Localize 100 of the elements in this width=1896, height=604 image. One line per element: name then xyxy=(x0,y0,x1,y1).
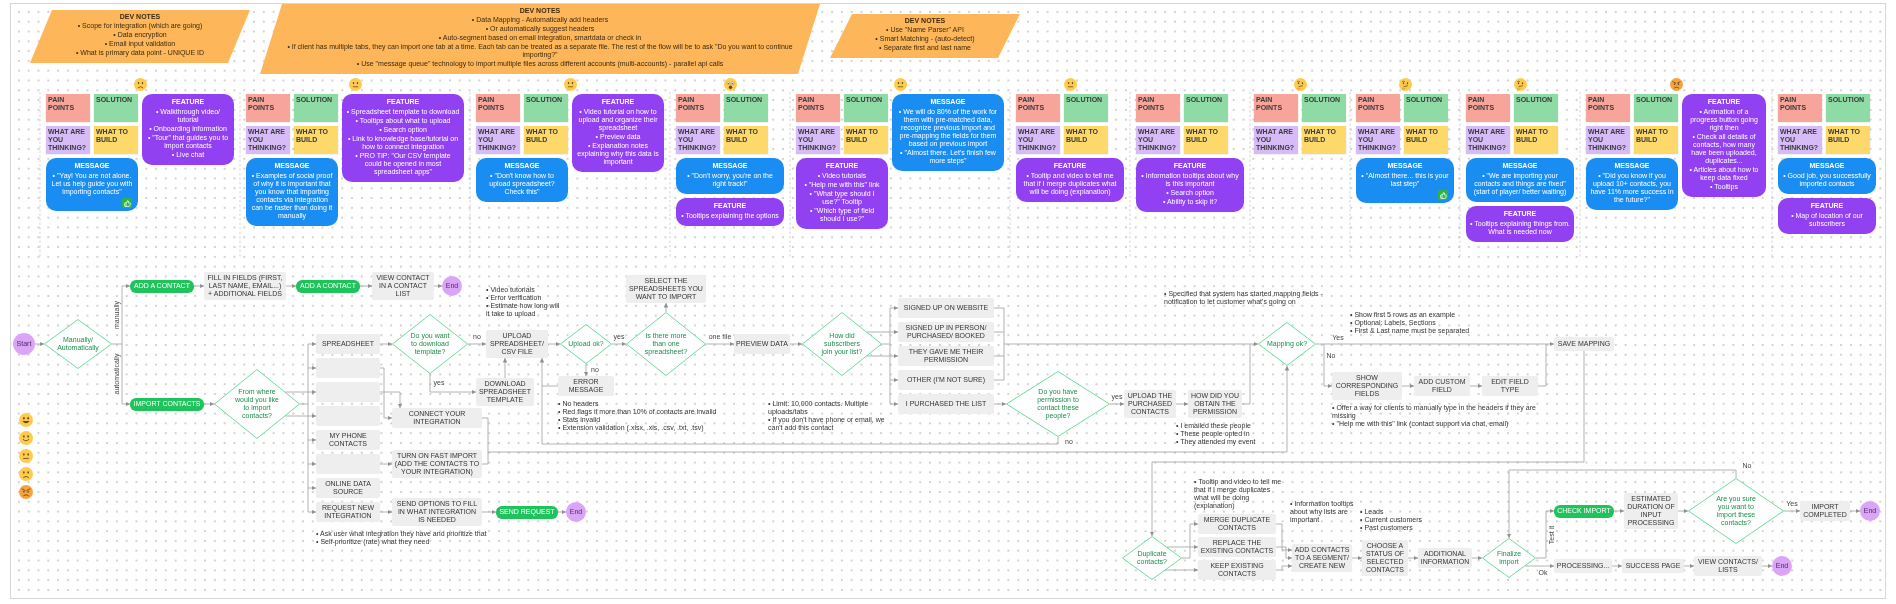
sticky-note xyxy=(844,126,888,154)
connector-line xyxy=(541,385,559,387)
sticky-note xyxy=(1136,94,1180,122)
message-card xyxy=(476,158,568,202)
sticky-note xyxy=(844,94,888,122)
sticky-note xyxy=(476,94,520,122)
process-box xyxy=(316,334,380,354)
connector-line xyxy=(1315,343,1325,345)
message-card xyxy=(46,158,138,211)
feature-card xyxy=(676,198,784,226)
process-box xyxy=(316,430,380,450)
message-card xyxy=(892,94,1004,171)
sticky-note xyxy=(1016,94,1060,122)
decision-diamond xyxy=(1122,536,1182,580)
decision-diamond xyxy=(1006,371,1110,437)
decision-diamond xyxy=(44,319,112,369)
decision-diamond xyxy=(1688,478,1784,544)
process-box xyxy=(898,370,994,390)
connector-line xyxy=(993,355,1005,357)
connector-line xyxy=(1003,343,1005,357)
connector-line xyxy=(481,417,489,453)
feature-card xyxy=(796,158,888,229)
sticky-note xyxy=(1514,126,1558,154)
decision-diamond xyxy=(1482,538,1536,578)
sticky-note xyxy=(1184,94,1228,122)
decision-diamond xyxy=(626,312,706,376)
dev-note xyxy=(260,4,820,74)
connector-line xyxy=(307,463,309,489)
sticky-note xyxy=(724,94,768,122)
message-card xyxy=(1356,158,1454,203)
connector-line xyxy=(299,403,309,405)
sticky-note xyxy=(1064,94,1108,122)
feature-card xyxy=(142,94,234,165)
sticky-note xyxy=(1302,94,1346,122)
sticky-note xyxy=(1514,94,1558,122)
sticky-note xyxy=(1254,94,1298,122)
sticky-note xyxy=(1466,94,1510,122)
message-card xyxy=(246,158,338,226)
sticky-note xyxy=(1634,126,1678,154)
connector-line xyxy=(307,403,309,441)
feature-card xyxy=(342,94,464,182)
sticky-note xyxy=(1302,126,1346,154)
sticky-note xyxy=(46,94,90,122)
sticky-note xyxy=(524,126,568,154)
process-box xyxy=(316,502,380,522)
process-box xyxy=(898,394,994,414)
connector-line xyxy=(1241,343,1251,405)
sticky-note xyxy=(1634,94,1678,122)
process-box xyxy=(898,346,994,366)
sticky-note xyxy=(1404,94,1448,122)
process-box xyxy=(316,382,380,402)
connector-line xyxy=(993,355,1005,381)
sticky-note xyxy=(1826,126,1870,154)
feature-card xyxy=(572,94,664,172)
sticky-note xyxy=(1356,94,1400,122)
connector-line xyxy=(993,307,1005,333)
message-card xyxy=(1586,158,1678,210)
process-box xyxy=(898,298,994,318)
process-box xyxy=(1482,376,1538,396)
connector-line xyxy=(993,331,1005,333)
connector-line xyxy=(1323,343,1547,345)
message-card xyxy=(1466,158,1574,202)
connector-line xyxy=(307,367,309,405)
message-card xyxy=(1778,158,1876,194)
process-box xyxy=(734,334,790,354)
process-box xyxy=(558,376,614,396)
feature-card xyxy=(1016,158,1124,202)
feature-card xyxy=(1778,198,1876,234)
decision-diamond xyxy=(1258,322,1316,366)
sticky-note xyxy=(1064,126,1108,154)
connector-line xyxy=(881,343,891,345)
process-box xyxy=(392,408,482,428)
sticky-note xyxy=(246,94,290,122)
decision-diamond xyxy=(392,314,468,374)
sticky-note xyxy=(1404,126,1448,154)
sticky-note xyxy=(1586,94,1630,122)
connector-line xyxy=(481,451,489,465)
sticky-note xyxy=(1826,94,1870,122)
sticky-note xyxy=(94,126,138,154)
sticky-note xyxy=(796,94,840,122)
sticky-note xyxy=(294,94,338,122)
connector-line xyxy=(1003,331,1005,345)
connector-line xyxy=(889,343,891,381)
sticky-note xyxy=(94,94,138,122)
sticky-note xyxy=(294,126,338,154)
decision-diamond xyxy=(560,324,612,364)
sticky-note xyxy=(1778,94,1822,122)
sticky-note xyxy=(724,126,768,154)
dev-note xyxy=(30,10,250,63)
process-box xyxy=(316,406,380,426)
process-box xyxy=(898,322,994,342)
process-box xyxy=(316,478,380,498)
connector-line xyxy=(111,343,123,345)
process-box xyxy=(1198,560,1276,580)
decision-diamond xyxy=(802,312,882,376)
decision-diamond xyxy=(214,369,300,439)
sticky-note xyxy=(524,94,568,122)
feature-card xyxy=(1136,158,1244,212)
process-box xyxy=(316,454,380,474)
sticky-note xyxy=(676,94,720,122)
